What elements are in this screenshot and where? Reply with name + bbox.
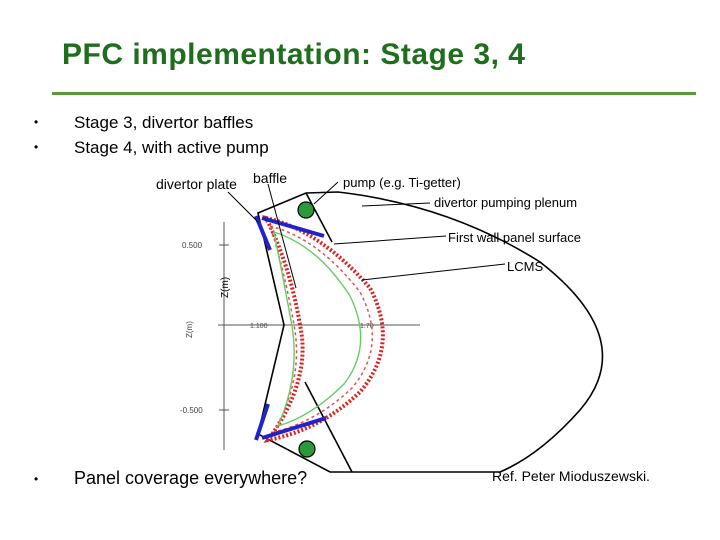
leader-first-wall xyxy=(333,235,447,245)
slide-title: PFC implementation: Stage 3, 4 xyxy=(62,38,526,71)
bottom-bullet: • Panel coverage everywhere? xyxy=(34,468,307,489)
lcms-line xyxy=(273,230,362,428)
leader-pump xyxy=(313,181,339,205)
leader-plenum xyxy=(361,202,431,207)
bullet-text: Stage 4, with active pump xyxy=(74,138,269,157)
plasma-inner-edge xyxy=(268,224,373,434)
label-divertor-plate: divertor plate xyxy=(156,176,237,192)
bullet-icon: • xyxy=(34,115,39,129)
z-axis-mid-label: Z(m) xyxy=(185,321,194,338)
label-first-wall: First wall panel surface xyxy=(448,230,581,245)
bullet-item: • Stage 4, with active pump xyxy=(34,135,269,160)
ytick-top-label: 0.500 xyxy=(182,241,203,250)
xtick-left-label: 1.100 xyxy=(250,323,268,330)
reference-text: Ref. Peter Mioduszewski. xyxy=(492,468,650,484)
label-baffle: baffle xyxy=(253,170,287,186)
label-lcms: LCMS xyxy=(507,259,544,274)
leader-divertor-plate xyxy=(227,191,259,223)
lower-pump xyxy=(298,440,316,458)
bullet-icon: • xyxy=(34,140,39,154)
plasma-edge xyxy=(262,215,385,443)
bullet-text: Stage 3, divertor baffles xyxy=(74,113,254,132)
ytick-bottom-label: -0.500 xyxy=(180,406,203,415)
upper-plenum-wall xyxy=(305,192,333,243)
label-pump: pump (e.g. Ti-getter) xyxy=(343,175,461,190)
lower-plenum-wall xyxy=(304,381,353,473)
lower-baffle xyxy=(254,403,327,441)
vacuum-vessel-outline xyxy=(257,191,604,473)
bullet-icon: • xyxy=(34,471,39,486)
bottom-bullet-text: Panel coverage everywhere? xyxy=(74,468,308,488)
label-plenum: divertor pumping plenum xyxy=(434,195,578,210)
leader-lcms xyxy=(361,263,506,281)
leader-baffle xyxy=(267,183,297,289)
z-axis-label: Z(m) xyxy=(220,277,231,298)
upper-baffle xyxy=(254,215,325,251)
upper-pump xyxy=(297,201,315,219)
xtick-right-label: 1.70 xyxy=(360,323,374,330)
title-rule xyxy=(52,92,696,95)
bullet-item: • Stage 3, divertor baffles xyxy=(34,110,269,135)
bullet-list: • Stage 3, divertor baffles • Stage 4, w… xyxy=(34,110,269,160)
